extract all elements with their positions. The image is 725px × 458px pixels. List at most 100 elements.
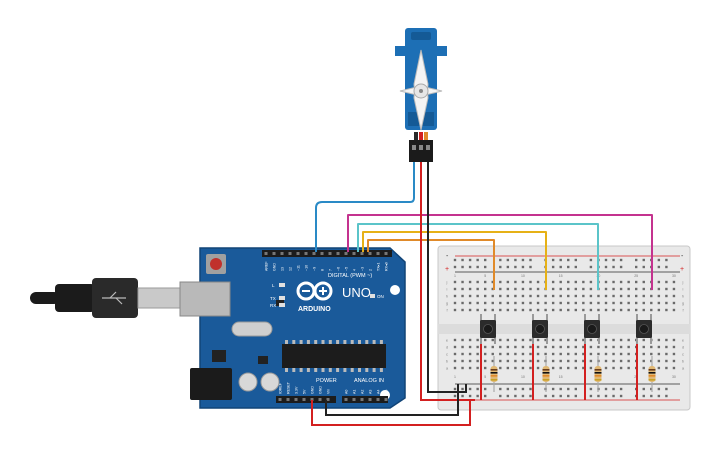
servo-connector[interactable]	[409, 140, 433, 162]
pin-label: ~6	[337, 267, 341, 271]
capacitor	[260, 372, 280, 392]
push-button[interactable]	[636, 314, 652, 344]
on-led	[370, 294, 375, 298]
usb-cable[interactable]	[30, 278, 183, 318]
pin-label: 7	[329, 269, 333, 271]
on-led-label: ON	[377, 294, 384, 299]
pin-label: TX▸1	[377, 263, 381, 271]
svg-text:g: g	[446, 301, 448, 306]
pin-label: GND	[319, 386, 323, 394]
reset-button[interactable]	[206, 254, 226, 274]
pin-label: GND	[311, 386, 315, 394]
push-button[interactable]	[480, 314, 496, 344]
svg-text:RX: RX	[270, 303, 276, 308]
resistor[interactable]	[490, 356, 498, 392]
push-button[interactable]	[584, 314, 600, 344]
svg-text:e: e	[446, 338, 449, 343]
arduino-power-wires[interactable]	[311, 384, 471, 426]
pin-label: ~5	[345, 267, 349, 271]
svg-text:15: 15	[559, 274, 563, 278]
pin-label: 3.3V	[295, 386, 299, 394]
power-jack	[190, 368, 232, 400]
wire-red-5v	[311, 400, 471, 426]
pin-label: ~11	[297, 265, 301, 271]
power-pin-header[interactable]: IOREF RESET 3.3V 5V GND GND Vin	[276, 381, 336, 403]
usb-icon	[102, 291, 126, 305]
pin-label: AREF	[265, 261, 269, 271]
pin-label: ~3	[361, 267, 365, 271]
rail-plus-label: +	[680, 266, 684, 273]
power-link-wires[interactable]	[480, 344, 638, 400]
pin-label: A5	[385, 390, 389, 394]
push-button[interactable]	[532, 314, 548, 344]
svg-text:b: b	[446, 359, 449, 364]
servo-horn[interactable]	[399, 49, 443, 131]
resistor[interactable]	[648, 356, 656, 392]
svg-text:30: 30	[672, 375, 676, 379]
wire-yellow	[362, 231, 547, 290]
wire-blue-servo	[315, 160, 415, 252]
arduino-model-text: UNO	[342, 285, 371, 300]
signal-wires[interactable]	[315, 160, 653, 290]
svg-text:j: j	[682, 280, 684, 285]
arduino-logo	[296, 281, 333, 301]
pin-label: 5V	[303, 389, 307, 394]
rail-minus-label: -	[681, 253, 684, 260]
svg-text:1: 1	[454, 375, 456, 379]
wire-orange	[367, 239, 495, 290]
digital-header-label: DIGITAL (PWM ~)	[328, 273, 372, 279]
svg-text:a: a	[682, 366, 685, 371]
wire-magenta	[347, 214, 653, 290]
svg-text:f: f	[446, 308, 448, 313]
svg-text:e: e	[682, 338, 685, 343]
resistor[interactable]	[594, 356, 602, 392]
analog-header-label: ANALOG IN	[354, 378, 384, 384]
crystal	[231, 321, 273, 337]
svg-text:25: 25	[634, 274, 638, 278]
usb-jack	[179, 281, 231, 317]
svg-text:c: c	[682, 352, 684, 357]
svg-text:30: 30	[672, 274, 676, 278]
rail-plus-label: +	[445, 266, 449, 273]
pin-label: A1	[353, 390, 357, 394]
svg-text:15: 15	[559, 375, 563, 379]
svg-text:TX: TX	[270, 296, 276, 301]
svg-text:a: a	[446, 366, 449, 371]
capacitor	[238, 372, 258, 392]
power-header-label: POWER	[316, 378, 337, 384]
mounting-hole	[390, 285, 400, 295]
board-leds: L TX RX	[270, 283, 285, 308]
center-channel	[438, 324, 690, 334]
arduino-brand-text: ARDUINO	[298, 306, 331, 313]
breadboard[interactable]: + - + - 115510101515202025253030 jjiihhg…	[437, 245, 691, 411]
svg-text:L: L	[272, 283, 275, 288]
pin-label: A2	[361, 390, 365, 394]
wire-black-servo	[427, 160, 467, 393]
atmega-chip	[282, 340, 386, 372]
svg-text:i: i	[447, 287, 448, 292]
svg-text:f: f	[682, 308, 684, 313]
pin-label: IOREF	[279, 382, 283, 394]
svg-text:1: 1	[454, 274, 456, 278]
pin-label: Vin	[327, 389, 331, 394]
svg-text:d: d	[682, 345, 684, 350]
pin-label: RX◂0	[385, 262, 389, 271]
servo-motor[interactable]	[395, 28, 447, 162]
arduino-uno-board[interactable]: ARDUINO UNO DIGITAL (PWM ~) POWER ANALOG…	[179, 247, 406, 409]
pin-label: A4	[377, 390, 381, 394]
svg-text:i: i	[683, 287, 684, 292]
pin-label: 4	[353, 269, 357, 271]
resistor[interactable]	[542, 356, 550, 392]
svg-text:g: g	[682, 301, 684, 306]
svg-text:b: b	[682, 359, 685, 364]
pin-label: RESET	[287, 381, 291, 394]
svg-text:c: c	[446, 352, 448, 357]
breadboard-holes[interactable]	[453, 258, 676, 398]
pin-label: 12	[289, 267, 293, 271]
rail-minus-label: -	[446, 253, 449, 260]
